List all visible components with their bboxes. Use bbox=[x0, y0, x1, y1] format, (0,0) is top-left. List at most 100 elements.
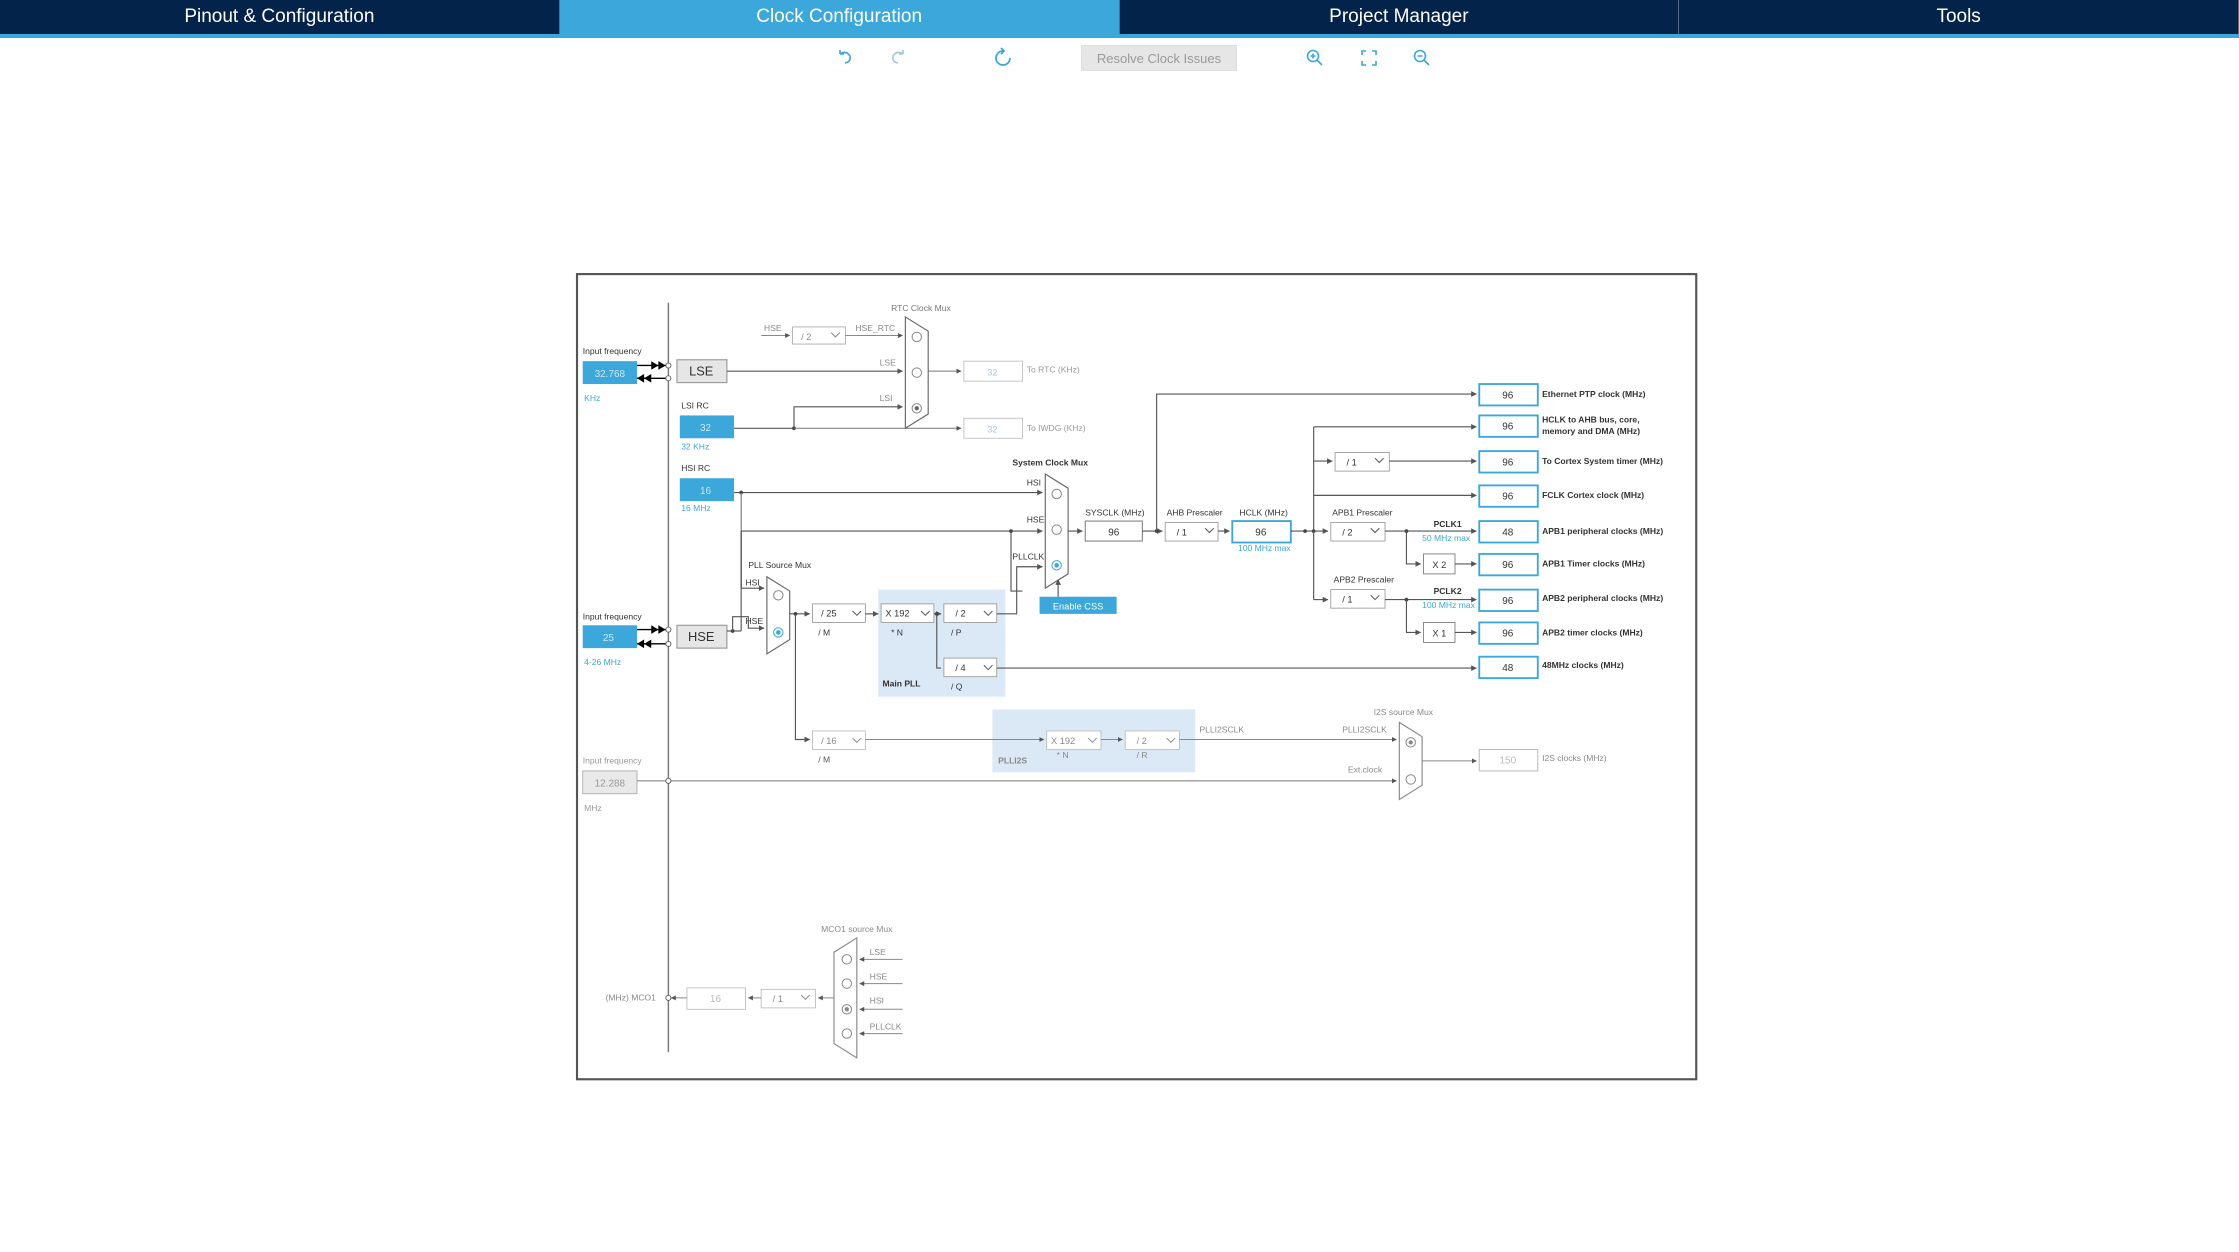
plli2s-r-divider-select[interactable] bbox=[1124, 730, 1180, 750]
enable-css-button[interactable] bbox=[1039, 596, 1117, 614]
output-label: 48MHz clocks (MHz) bbox=[1542, 660, 1624, 670]
rtc-mux-title: RTC Clock Mux bbox=[891, 303, 951, 313]
apb2-prescaler-select[interactable] bbox=[1330, 589, 1386, 609]
hclk-value-input[interactable] bbox=[1231, 520, 1292, 544]
rtc-output-box bbox=[963, 360, 1023, 382]
cortex-timer-divider-select[interactable] bbox=[1334, 452, 1390, 472]
hsi-rc-box bbox=[679, 478, 735, 502]
output-value: 96 bbox=[1502, 596, 1514, 607]
apb2-prescaler-label: APB2 Prescaler bbox=[1334, 574, 1394, 584]
ahb-prescaler-select[interactable] bbox=[1164, 522, 1219, 542]
pll-m-label: / M bbox=[818, 627, 830, 637]
mco1-label: (MHz) MCO1 bbox=[606, 993, 657, 1003]
hse-frequency-input[interactable] bbox=[582, 625, 637, 649]
hse-unit: 4-26 MHz bbox=[584, 657, 621, 667]
apb2-prescaler-value: / 1 bbox=[1342, 594, 1352, 604]
i2s-output-value: 150 bbox=[1499, 756, 1516, 767]
output-value-box[interactable] bbox=[1478, 383, 1539, 407]
output-value-box[interactable] bbox=[1478, 414, 1539, 438]
mco1-output-value: 16 bbox=[710, 994, 722, 1005]
output-hclk-ahb: 96 HCLK to AHB bus, core, memory and DMA… bbox=[1478, 414, 1640, 438]
output-value-box[interactable] bbox=[1478, 655, 1539, 680]
lse-frequency-input[interactable] bbox=[582, 361, 637, 385]
pll-source-mux[interactable] bbox=[766, 575, 791, 655]
enable-css-label: Enable CSS bbox=[1053, 602, 1103, 612]
apb1-prescaler-label: APB1 Prescaler bbox=[1332, 507, 1392, 517]
diagram-frame bbox=[575, 273, 1698, 1081]
plli2s-m-label: / M bbox=[818, 754, 830, 764]
lse-unit: KHz bbox=[584, 393, 600, 403]
plli2s-n-label: * N bbox=[1057, 750, 1069, 760]
lsi-unit: 32 KHz bbox=[681, 442, 709, 452]
pll-m-divider-select[interactable] bbox=[812, 603, 866, 623]
output-value-box[interactable] bbox=[1478, 450, 1539, 474]
apb2-timer-mult-value: X 1 bbox=[1432, 629, 1446, 639]
plli2s-m-value: / 16 bbox=[821, 736, 836, 746]
output-value-box[interactable] bbox=[1478, 484, 1539, 508]
rtc-lse-label: LSE bbox=[880, 357, 896, 367]
output-value: 48 bbox=[1502, 663, 1514, 674]
pclk1-label: PCLK1 bbox=[1434, 519, 1462, 529]
sysclk-label: SYSCLK (MHz) bbox=[1085, 507, 1145, 517]
pll-n-value: X 192 bbox=[885, 609, 909, 619]
output-value-box[interactable] bbox=[1478, 621, 1539, 645]
pll-n-multiplier-select[interactable] bbox=[880, 603, 935, 623]
pll-m-value: / 25 bbox=[821, 609, 836, 619]
pll-q-divider-select[interactable] bbox=[943, 657, 998, 678]
lsi-value: 32 bbox=[700, 423, 712, 434]
iwdg-output-box bbox=[963, 417, 1023, 439]
zoom-out-icon[interactable] bbox=[1409, 45, 1435, 71]
output-apb1-timer: 96 APB1 Timer clocks (MHz) bbox=[1478, 552, 1645, 577]
hsi-unit: 16 MHz bbox=[681, 503, 710, 513]
plli2s-n-value: X 192 bbox=[1051, 736, 1075, 746]
plli2s-m-divider-select[interactable] bbox=[812, 730, 866, 750]
undo-icon[interactable] bbox=[832, 45, 858, 71]
pll-source-hse-label: HSE bbox=[745, 616, 763, 626]
i2s-in1-label: PLLI2SCLK bbox=[1342, 724, 1387, 734]
output-label: To Cortex System timer (MHz) bbox=[1542, 456, 1663, 466]
resolve-clock-issues-button[interactable]: Resolve Clock Issues bbox=[1081, 45, 1237, 71]
tab-tools[interactable]: Tools bbox=[1679, 0, 2239, 34]
tab-project-manager[interactable]: Project Manager bbox=[1120, 0, 1680, 34]
ext-frequency-value: 12.288 bbox=[595, 779, 626, 790]
output-label: FCLK Cortex clock (MHz) bbox=[1542, 490, 1644, 500]
mco1-source-mux[interactable] bbox=[833, 936, 858, 1059]
system-clock-mux-title: System Clock Mux bbox=[1012, 457, 1088, 467]
hse-oscillator-box bbox=[676, 624, 728, 649]
output-label: APB2 peripheral clocks (MHz) bbox=[1542, 593, 1663, 603]
mco1-input-pllclk: PLLCLK bbox=[870, 1021, 902, 1031]
plli2sclk-label: PLLI2SCLK bbox=[1199, 724, 1244, 734]
output-value-box[interactable] bbox=[1478, 520, 1539, 544]
pll-p-value: / 2 bbox=[955, 609, 965, 619]
mco1-divider-select[interactable] bbox=[760, 988, 816, 1009]
sysmux-hse-label: HSE bbox=[1027, 514, 1045, 524]
pll-p-divider-select[interactable] bbox=[943, 603, 998, 623]
output-label: APB1 peripheral clocks (MHz) bbox=[1542, 526, 1663, 536]
hclk-max: 100 MHz max bbox=[1238, 543, 1291, 553]
fit-screen-icon[interactable] bbox=[1356, 45, 1382, 71]
plli2s-n-multiplier-select[interactable] bbox=[1046, 730, 1102, 750]
refresh-icon[interactable] bbox=[990, 45, 1016, 71]
output-label: HCLK to AHB bus, core, bbox=[1542, 415, 1640, 425]
i2s-output-label: I2S clocks (MHz) bbox=[1542, 753, 1607, 763]
tab-pinout-configuration[interactable]: Pinout & Configuration bbox=[0, 0, 560, 34]
redo-icon[interactable] bbox=[885, 45, 911, 71]
tab-clock-configuration[interactable]: Clock Configuration bbox=[559, 0, 1120, 34]
lsi-title: LSI RC bbox=[681, 400, 709, 410]
hse-frequency-value: 25 bbox=[603, 633, 615, 644]
output-cortex-system-timer: 96 To Cortex System timer (MHz) bbox=[1478, 450, 1663, 474]
output-value: 96 bbox=[1502, 457, 1514, 468]
output-apb1-peripheral: 48 APB1 peripheral clocks (MHz) bbox=[1478, 520, 1663, 544]
mco1-input-hsi: HSI bbox=[870, 996, 884, 1006]
zoom-in-icon[interactable] bbox=[1302, 45, 1328, 71]
output-value-box[interactable] bbox=[1478, 552, 1539, 577]
ext-frequency-input[interactable] bbox=[582, 770, 638, 795]
sysmux-hsi-label: HSI bbox=[1027, 477, 1041, 487]
main-pll-title: Main PLL bbox=[883, 679, 921, 689]
pll-q-value: / 4 bbox=[955, 663, 965, 673]
apb1-prescaler-select[interactable] bbox=[1330, 522, 1386, 542]
plli2s-r-value: / 2 bbox=[1137, 736, 1147, 746]
i2s-source-mux[interactable] bbox=[1398, 721, 1423, 801]
output-value-box[interactable] bbox=[1478, 588, 1539, 612]
